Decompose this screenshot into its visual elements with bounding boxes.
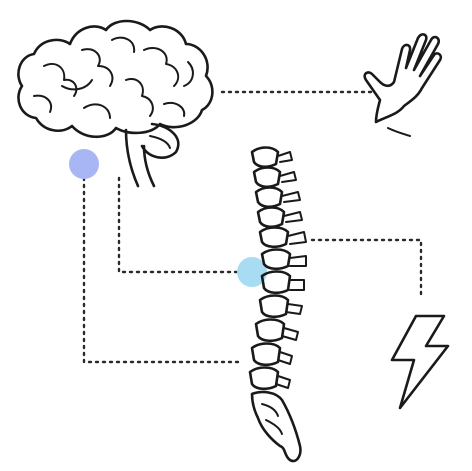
spine-icon (250, 148, 306, 462)
connector-brain-spine-outer (84, 178, 240, 362)
lightning-icon (392, 316, 448, 408)
connector-brain-spine-inner (119, 178, 240, 272)
hand-icon (365, 34, 441, 136)
brain-icon (18, 21, 212, 186)
node-blue (69, 149, 99, 179)
connector-spine-lightning (312, 240, 421, 298)
